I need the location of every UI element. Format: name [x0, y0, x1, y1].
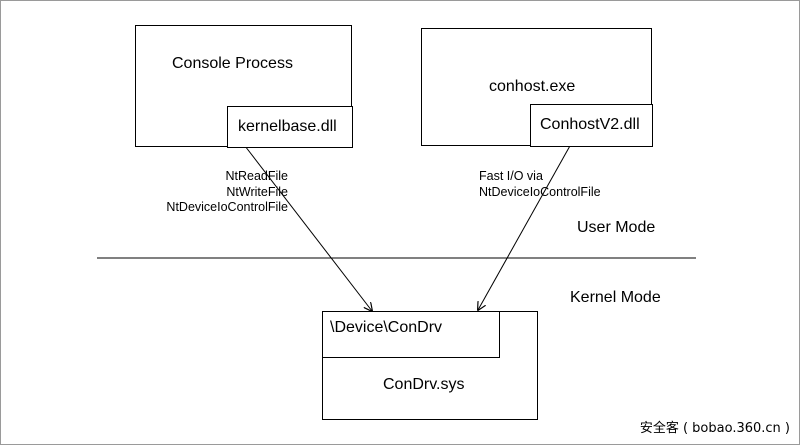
kernelbase-dll-box: kernelbase.dll	[227, 106, 353, 148]
console-process-title: Console Process	[172, 55, 293, 72]
left-call-ntreadfile: NtReadFile	[225, 169, 288, 183]
condrv-sys-box: \Device\ConDrv ConDrv.sys	[322, 311, 538, 420]
condrv-sys-title: ConDrv.sys	[383, 376, 465, 393]
right-call-labels: Fast I/O via NtDeviceIoControlFile	[479, 169, 601, 200]
conhostv2-dll-label: ConhostV2.dll	[540, 116, 640, 133]
user-mode-label: User Mode	[577, 219, 656, 236]
device-condrv-box: \Device\ConDrv	[322, 311, 500, 358]
conhost-box: conhost.exe ConhostV2.dll	[421, 28, 653, 147]
device-condrv-label: \Device\ConDrv	[330, 319, 443, 336]
console-process-box: Console Process kernelbase.dll	[135, 25, 353, 148]
left-call-ntdeviceiocontrolfile: NtDeviceIoControlFile	[166, 200, 288, 214]
left-call-labels: NtReadFile NtWriteFile NtDeviceIoControl…	[150, 169, 288, 216]
kernelbase-dll-label: kernelbase.dll	[238, 118, 337, 135]
conhostv2-dll-box: ConhostV2.dll	[530, 104, 653, 147]
watermark-text: 安全客 ( bobao.360.cn )	[639, 421, 790, 436]
right-call-ntdeviceiocontrolfile: NtDeviceIoControlFile	[479, 184, 601, 199]
kernel-mode-label: Kernel Mode	[570, 289, 661, 306]
left-call-ntwritefile: NtWriteFile	[226, 184, 288, 199]
conhost-title: conhost.exe	[489, 78, 576, 95]
right-call-fast-io: Fast I/O via	[479, 169, 543, 183]
